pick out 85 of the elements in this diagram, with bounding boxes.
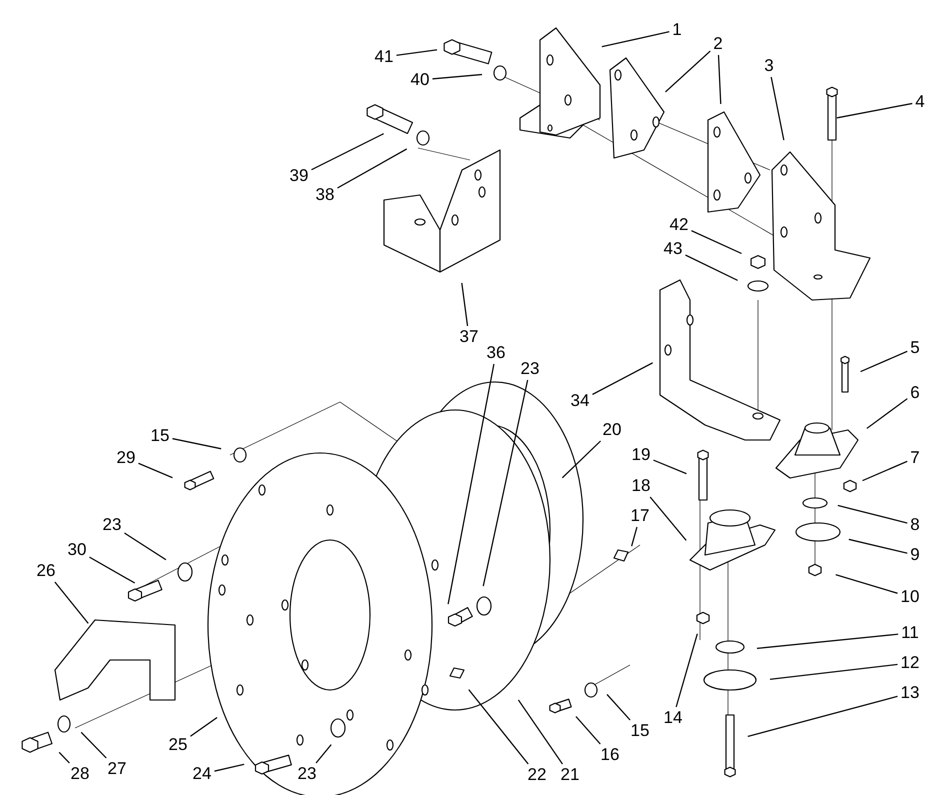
leader-line [468, 689, 529, 764]
callout-number: 13 [900, 684, 920, 702]
leader-line [718, 54, 722, 104]
leader-line [482, 380, 528, 586]
callout-number: 26 [36, 562, 56, 580]
callout-number: 3 [764, 57, 774, 75]
leader-line [461, 282, 468, 326]
leader-line [848, 538, 908, 554]
leader-line [653, 460, 687, 474]
callout-number: 22 [528, 766, 546, 784]
leader-line [316, 744, 332, 764]
leader-line [860, 350, 908, 372]
leader-line [562, 440, 601, 478]
leader-line [602, 31, 670, 48]
callout-number: 21 [560, 766, 580, 784]
callout-number: 25 [168, 736, 188, 754]
leader-line [748, 696, 898, 738]
leader-line [396, 49, 438, 56]
callout-number: 17 [630, 507, 650, 525]
callout-number: 23 [102, 516, 122, 534]
leader-line [89, 556, 136, 584]
leader-line [836, 574, 898, 594]
leader-line [770, 76, 784, 140]
leader-line [518, 700, 563, 764]
callout-number: 34 [570, 392, 590, 410]
leader-line [685, 254, 738, 281]
leader-line [756, 634, 898, 649]
callout-number: 9 [910, 546, 920, 564]
callout-number: 27 [108, 760, 126, 778]
callout-number: 41 [374, 48, 394, 66]
leader-line [58, 752, 70, 764]
callout-number: 12 [900, 654, 920, 672]
leader-line [836, 102, 912, 118]
leader-line [576, 716, 601, 744]
leader-line [631, 526, 638, 546]
leader-line [432, 74, 482, 80]
callout-number: 10 [900, 588, 920, 606]
callout-number: 24 [192, 765, 212, 783]
leader-line [770, 664, 898, 680]
callout-number: 15 [630, 722, 650, 740]
leader-line [172, 438, 222, 450]
leader-line [190, 716, 218, 737]
leader-line [124, 532, 166, 560]
leader-line [606, 694, 631, 720]
leader-line [592, 362, 653, 395]
callout-number: 16 [600, 746, 620, 764]
callout-number: 43 [664, 240, 682, 258]
callout-number: 15 [150, 427, 170, 445]
leader-line [80, 732, 107, 758]
leader-line [138, 462, 173, 478]
callout-number: 37 [460, 328, 478, 346]
callout-number: 8 [910, 516, 920, 534]
callout-number: 1 [672, 21, 682, 39]
callout-number: 20 [602, 421, 622, 439]
leader-line [337, 148, 408, 188]
leader-line [691, 230, 742, 254]
callout-number: 14 [664, 709, 682, 727]
leader-line [866, 398, 908, 429]
callout-number: 29 [116, 449, 136, 467]
leader-line [665, 50, 711, 92]
leader-line [650, 496, 687, 541]
callout-number: 19 [632, 446, 650, 464]
callout-number: 38 [316, 186, 334, 204]
leader-line [838, 504, 908, 524]
callout-number: 23 [520, 360, 540, 378]
callout-number: 6 [910, 384, 920, 402]
callout-number: 5 [910, 339, 920, 357]
callout-number: 39 [290, 167, 308, 185]
leader-line [448, 364, 494, 604]
callout-number: 4 [915, 93, 925, 111]
callout-number: 36 [486, 344, 506, 362]
callout-number: 23 [298, 765, 316, 783]
leader-line [676, 634, 698, 708]
callout-number: 2 [713, 35, 723, 53]
leader-line [862, 460, 908, 482]
leader-line [214, 764, 244, 772]
callout-number: 42 [670, 216, 688, 234]
leader-line [311, 133, 384, 170]
callout-number: 30 [68, 541, 86, 559]
leader-line [54, 582, 89, 624]
callout-number: 7 [910, 449, 920, 467]
callout-number: 40 [410, 71, 430, 89]
callout-number: 28 [70, 765, 90, 783]
callout-number: 18 [632, 477, 650, 495]
callout-number: 11 [901, 624, 919, 642]
